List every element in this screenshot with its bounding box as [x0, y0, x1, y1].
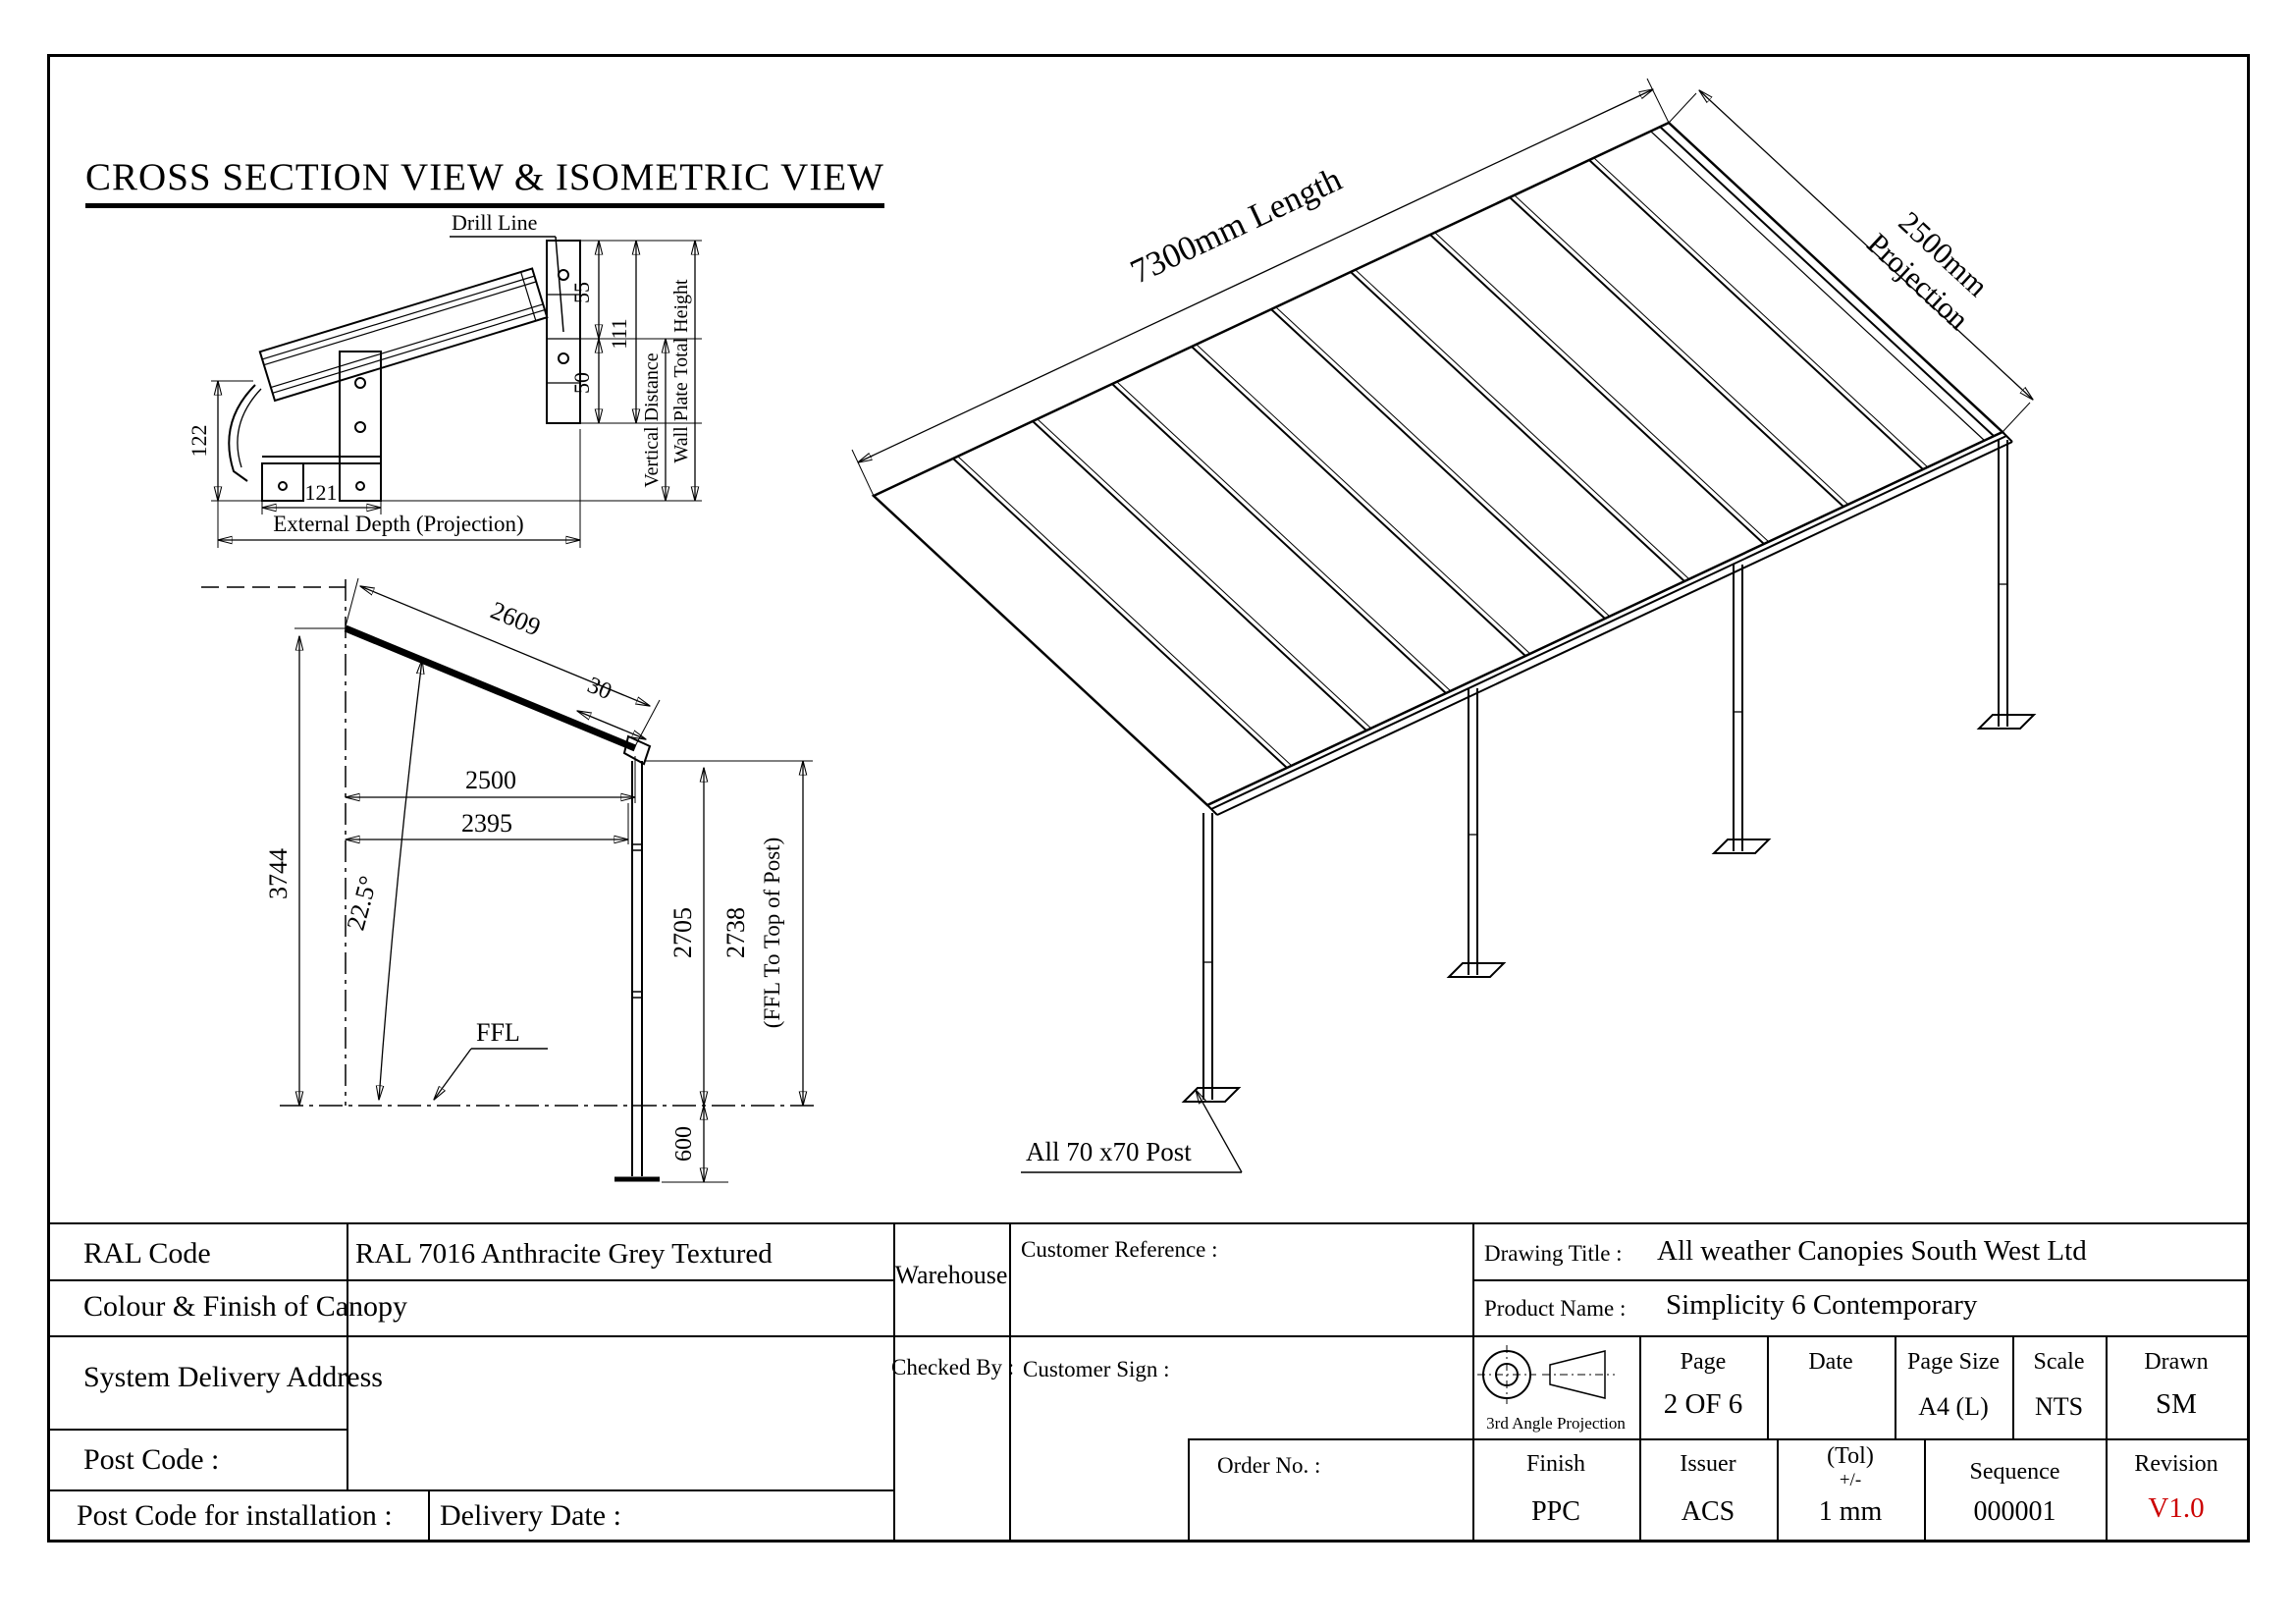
third-angle-projection-icon [1477, 1345, 1615, 1404]
delivery-date-label: Delivery Date : [440, 1499, 621, 1532]
date-label: Date [1808, 1349, 1853, 1375]
grid-line [2012, 1335, 2014, 1438]
side-view-dimensions: 2609 30 2500 2395 3744 22.5° FFL 2705 27… [264, 577, 813, 1182]
tolerance-value: 1 mm [1818, 1496, 1883, 1527]
finish-value: PPC [1531, 1496, 1580, 1527]
gutter-profile [228, 351, 382, 502]
wall-plate-height-label: Wall Plate Total Height [670, 279, 692, 463]
grid-line [1472, 1279, 2247, 1281]
grid-line [1777, 1438, 1779, 1540]
isometric-dimensions: 7300mm Length 2500mm Projection All 70 x… [851, 78, 2033, 1173]
dim-3744: 3744 [264, 848, 293, 899]
product-name-value: Simplicity 6 Contemporary [1666, 1289, 1978, 1321]
drill-line-callout: Drill Line [450, 210, 564, 333]
third-angle-projection-label: 3rd Angle Projection [1486, 1414, 1626, 1433]
dim-2609: 2609 [487, 596, 545, 642]
dim-50: 50 [569, 372, 594, 394]
scale-value: NTS [2034, 1392, 2084, 1421]
tolerance-sign: +/- [1839, 1470, 1862, 1490]
issuer-label: Issuer [1680, 1451, 1736, 1477]
post-code-label: Post Code : [83, 1443, 220, 1476]
side-elevation-view: 2609 30 2500 2395 3744 22.5° FFL 2705 27… [201, 577, 815, 1198]
dim-2500: 2500 [465, 766, 516, 794]
scale-label: Scale [2033, 1349, 2085, 1375]
page-size-value: A4 (L) [1918, 1392, 1989, 1421]
grid-line [347, 1222, 348, 1489]
customer-reference-label: Customer Reference : [1021, 1237, 1218, 1262]
sheet-border [47, 54, 2250, 1543]
page-size-label: Page Size [1907, 1349, 2000, 1375]
page-value: 2 OF 6 [1663, 1388, 1743, 1420]
length-dimension-label: 7300mm Length [1125, 159, 1348, 291]
grid-line [47, 1335, 2247, 1337]
order-no-label: Order No. : [1217, 1453, 1321, 1478]
grid-line [47, 1222, 2247, 1224]
external-depth-label: External Depth (Projection) [273, 512, 523, 536]
ffl-label: FFL [476, 1018, 520, 1047]
dim-121: 121 [305, 480, 338, 505]
canopy-posts [1181, 440, 2037, 1103]
drawing-title-label: Drawing Title : [1484, 1241, 1623, 1266]
grid-line [1472, 1222, 1474, 1540]
cross-section-detail-view: Drill Line 55 50 111 Vertical Distance W… [187, 210, 702, 548]
post-code-installation-label: Post Code for installation : [77, 1499, 393, 1532]
dim-30: 30 [584, 673, 615, 705]
page-title: CROSS SECTION VIEW & ISOMETRIC VIEW [85, 155, 884, 208]
revision-value: V1.0 [2148, 1492, 2205, 1524]
dim-2738: 2738 [721, 907, 750, 958]
sequence-value: 000001 [1973, 1496, 2056, 1527]
system-delivery-address-label: System Delivery Address [83, 1361, 383, 1393]
grid-line [1188, 1438, 2247, 1440]
grid-line [893, 1222, 895, 1540]
roof-angle: 22.5° [342, 873, 383, 934]
dim-122: 122 [187, 425, 211, 458]
ral-code-label: RAL Code [83, 1237, 211, 1270]
grid-line [47, 1279, 893, 1281]
ffl-to-post-note: (FFL To Top of Post) [760, 838, 784, 1028]
sequence-label: Sequence [1969, 1459, 2060, 1485]
ral-code-value: RAL 7016 Anthracite Grey Textured [355, 1238, 773, 1270]
glazing-panel-section [258, 267, 549, 403]
issuer-value: ACS [1681, 1496, 1735, 1527]
grid-line [1188, 1438, 1190, 1540]
grid-line [1924, 1438, 1926, 1540]
grid-line [47, 1489, 893, 1491]
cross-section-dimensions: 55 50 111 Vertical Distance Wall Plate T… [187, 241, 702, 548]
finish-label: Finish [1525, 1451, 1586, 1477]
vertical-distance-label: Vertical Distance [641, 352, 663, 487]
warehouse-label: Warehouse [894, 1261, 1008, 1289]
checked-by-label: Checked By : [891, 1355, 1015, 1380]
colour-finish-label: Colour & Finish of Canopy [83, 1290, 408, 1323]
grid-line [1895, 1335, 1896, 1438]
dim-55: 55 [569, 282, 594, 303]
dim-2705: 2705 [668, 907, 697, 958]
support-post [614, 761, 660, 1182]
post-size-note: All 70 x70 Post [1026, 1137, 1192, 1166]
canopy-roof [871, 121, 2013, 816]
drawing-title-value: All weather Canopies South West Ltd [1657, 1235, 2087, 1267]
grid-line [47, 1429, 348, 1431]
isometric-view: 7300mm Length 2500mm Projection All 70 x… [851, 78, 2037, 1173]
product-name-label: Product Name : [1484, 1296, 1627, 1321]
drill-line-label: Drill Line [452, 210, 537, 235]
grid-line [2106, 1335, 2108, 1540]
dim-2395: 2395 [461, 809, 512, 838]
grid-line [1009, 1222, 1011, 1540]
drawn-label: Drawn [2144, 1349, 2209, 1375]
drawn-value: SM [2156, 1388, 2197, 1420]
dim-111: 111 [607, 318, 631, 349]
page-label: Page [1680, 1349, 1727, 1375]
grid-line [1767, 1335, 1769, 1438]
tolerance-label: (Tol) [1827, 1443, 1874, 1469]
grid-line [1639, 1335, 1641, 1540]
revision-label: Revision [2134, 1451, 2218, 1477]
dim-600: 600 [671, 1126, 697, 1162]
grid-line [428, 1489, 430, 1540]
customer-sign-label: Customer Sign : [1023, 1357, 1170, 1381]
